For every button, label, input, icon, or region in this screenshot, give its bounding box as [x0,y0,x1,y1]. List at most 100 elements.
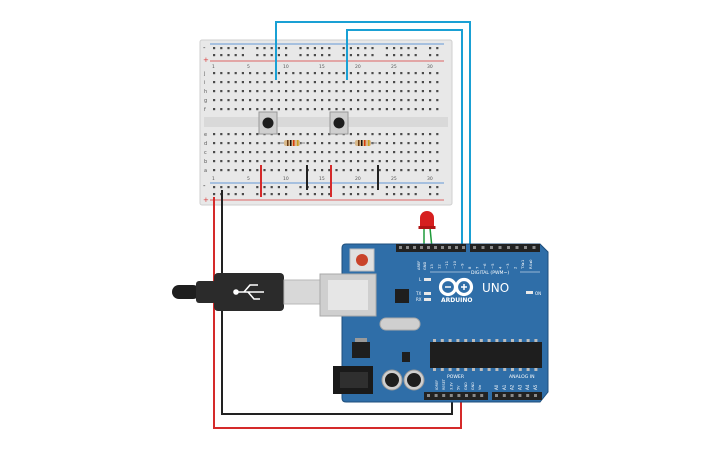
header-pin[interactable] [420,246,423,249]
header-pin[interactable] [498,246,502,249]
breadboard-hole[interactable] [385,160,388,163]
breadboard-hole[interactable] [393,47,396,50]
breadboard-hole[interactable] [349,193,352,196]
breadboard-hole[interactable] [357,186,360,189]
breadboard-hole[interactable] [241,142,244,145]
breadboard-hole[interactable] [270,160,273,163]
breadboard-hole[interactable] [213,72,216,75]
breadboard-hole[interactable] [227,133,230,136]
breadboard-hole[interactable] [436,186,439,189]
breadboard-hole[interactable] [256,193,259,196]
breadboard-hole[interactable] [378,108,381,111]
breadboard-hole[interactable] [263,99,266,102]
breadboard-hole[interactable] [371,169,374,172]
breadboard-hole[interactable] [234,186,237,189]
breadboard-hole[interactable] [407,54,410,57]
header-pin[interactable] [518,394,522,397]
breadboard-hole[interactable] [371,81,374,84]
breadboard-hole[interactable] [220,90,223,93]
breadboard-hole[interactable] [263,81,266,84]
breadboard-hole[interactable] [393,193,396,196]
breadboard-hole[interactable] [249,169,252,172]
breadboard-hole[interactable] [299,193,302,196]
breadboard-hole[interactable] [306,142,309,145]
breadboard-hole[interactable] [299,151,302,154]
breadboard-hole[interactable] [227,72,230,75]
breadboard-hole[interactable] [256,72,259,75]
breadboard-hole[interactable] [436,90,439,93]
breadboard-hole[interactable] [335,99,338,102]
breadboard-hole[interactable] [429,186,432,189]
breadboard-hole[interactable] [407,72,410,75]
breadboard-hole[interactable] [436,81,439,84]
header-pin[interactable] [534,394,537,397]
breadboard-hole[interactable] [364,72,367,75]
breadboard-hole[interactable] [270,54,273,57]
breadboard-hole[interactable] [256,169,259,172]
breadboard-hole[interactable] [357,108,360,111]
header-pin[interactable] [399,246,402,249]
breadboard-hole[interactable] [285,169,288,172]
breadboard-hole[interactable] [357,133,360,136]
breadboard-hole[interactable] [436,169,439,172]
breadboard-hole[interactable] [414,193,417,196]
breadboard-hole[interactable] [277,193,280,196]
breadboard-hole[interactable] [429,133,432,136]
breadboard-hole[interactable] [270,47,273,50]
breadboard-hole[interactable] [393,142,396,145]
breadboard-hole[interactable] [313,142,316,145]
header-pin[interactable] [448,246,451,249]
breadboard-hole[interactable] [292,90,295,93]
breadboard-hole[interactable] [393,90,396,93]
breadboard-hole[interactable] [393,186,396,189]
breadboard-hole[interactable] [220,54,223,57]
header-pin[interactable] [480,394,484,397]
breadboard-hole[interactable] [249,133,252,136]
breadboard-hole[interactable] [220,47,223,50]
breadboard-hole[interactable] [241,151,244,154]
breadboard-hole[interactable] [270,193,273,196]
push-button-2[interactable] [329,111,349,135]
breadboard-hole[interactable] [436,54,439,57]
breadboard-hole[interactable] [292,72,295,75]
breadboard-hole[interactable] [378,151,381,154]
header-pin[interactable] [457,394,461,397]
breadboard-hole[interactable] [421,90,424,93]
breadboard-hole[interactable] [234,47,237,50]
breadboard-hole[interactable] [256,81,259,84]
breadboard-hole[interactable] [421,151,424,154]
breadboard-hole[interactable] [213,47,216,50]
breadboard-hole[interactable] [385,54,388,57]
breadboard-hole[interactable] [321,151,324,154]
breadboard-hole[interactable] [414,160,417,163]
breadboard-hole[interactable] [385,99,388,102]
breadboard-hole[interactable] [342,72,345,75]
breadboard-hole[interactable] [414,186,417,189]
breadboard-hole[interactable] [249,72,252,75]
breadboard-hole[interactable] [335,72,338,75]
breadboard-hole[interactable] [256,47,259,50]
breadboard-hole[interactable] [306,193,309,196]
breadboard-hole[interactable] [349,72,352,75]
breadboard-hole[interactable] [385,151,388,154]
header-pin[interactable] [406,246,409,249]
header-pin[interactable] [481,246,485,249]
header-pin[interactable] [434,246,437,249]
breadboard-hole[interactable] [321,193,324,196]
breadboard-hole[interactable] [220,169,223,172]
breadboard-hole[interactable] [436,133,439,136]
header-pin[interactable] [442,394,446,397]
breadboard-hole[interactable] [371,151,374,154]
breadboard-hole[interactable] [400,81,403,84]
breadboard-hole[interactable] [371,47,374,50]
breadboard-hole[interactable] [414,54,417,57]
breadboard-hole[interactable] [414,81,417,84]
breadboard-hole[interactable] [299,47,302,50]
breadboard-hole[interactable] [414,90,417,93]
breadboard-hole[interactable] [328,133,331,136]
breadboard-hole[interactable] [256,54,259,57]
breadboard-hole[interactable] [306,108,309,111]
breadboard-hole[interactable] [285,133,288,136]
